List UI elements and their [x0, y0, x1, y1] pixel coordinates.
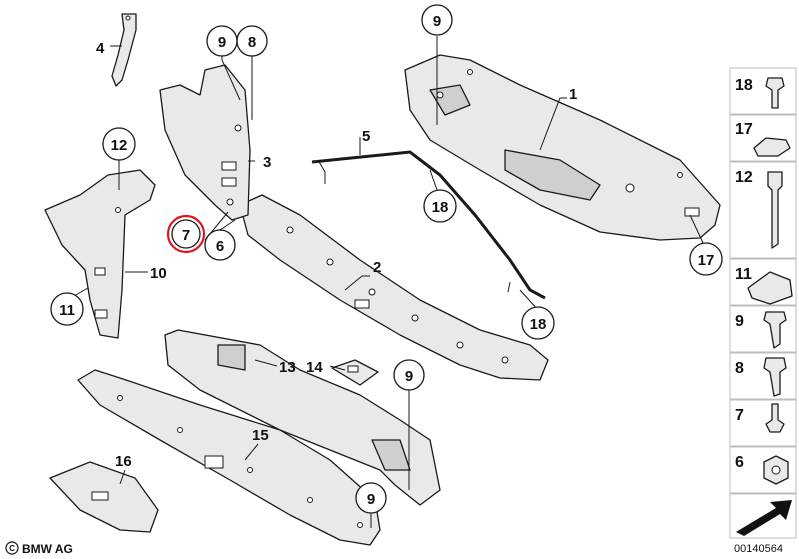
- legend-item-7[interactable]: 7: [729, 399, 797, 447]
- legend-item-12[interactable]: 12: [729, 161, 797, 259]
- svg-text:6: 6: [735, 454, 744, 471]
- legend-item-17[interactable]: 17: [729, 114, 797, 162]
- long-bolt-icon: [767, 171, 783, 249]
- brand-label: BMW AG: [22, 542, 73, 556]
- legend-item-11[interactable]: 11: [729, 258, 797, 306]
- callout-3[interactable]: 3: [263, 154, 271, 171]
- callout-17[interactable]: 17: [698, 252, 715, 269]
- diagram-id: 00140564: [734, 543, 783, 555]
- nut-bolt-icon: [765, 77, 785, 109]
- callout-12[interactable]: 12: [111, 137, 128, 154]
- callout-18-upper[interactable]: 18: [432, 199, 449, 216]
- clip-icon: [753, 137, 791, 157]
- callout-9-middle[interactable]: 9: [405, 368, 413, 385]
- hex-bolt-icon: [763, 357, 787, 397]
- arrow-icon: [736, 500, 792, 536]
- legend-arrow-box: [729, 493, 797, 539]
- svg-text:9: 9: [735, 313, 744, 330]
- callout-10[interactable]: 10: [150, 265, 167, 282]
- callout-15[interactable]: 15: [252, 427, 269, 444]
- part-side-bracket: [159, 64, 251, 221]
- svg-text:C: C: [9, 544, 15, 553]
- part-small-bracket: [111, 13, 137, 87]
- callout-8[interactable]: 8: [248, 34, 256, 51]
- callout-13[interactable]: 13: [279, 359, 296, 376]
- part-strut-rod: [311, 150, 546, 300]
- callout-14[interactable]: 14: [306, 359, 323, 376]
- callout-1[interactable]: 1: [569, 86, 577, 103]
- callout-5[interactable]: 5: [362, 128, 370, 145]
- callout-9-top-right[interactable]: 9: [433, 13, 441, 30]
- legend-item-18[interactable]: 18: [729, 67, 797, 115]
- spring-nut-icon: [747, 271, 793, 305]
- part-under-panel: [77, 369, 381, 546]
- legend-item-8[interactable]: 8: [729, 352, 797, 400]
- copyright-icon: [5, 541, 19, 555]
- callouts: 1 2 3 4 5 6 7 8 9 9 9 9 10 11 12 13 14 1…: [50, 4, 723, 514]
- callout-6[interactable]: 6: [216, 238, 224, 255]
- part-left-bracket: [44, 169, 156, 339]
- callout-18-lower[interactable]: 18: [530, 316, 547, 333]
- part-underbody-tray: [404, 54, 721, 241]
- part-clip: [331, 359, 379, 386]
- part-crossmember: [164, 329, 441, 506]
- part-small-plate: [49, 461, 159, 533]
- svg-text:11: 11: [735, 266, 752, 283]
- legend-item-9[interactable]: 9: [729, 305, 797, 353]
- callout-9-top-left[interactable]: 9: [218, 34, 226, 51]
- part-bumper-carrier: [239, 194, 549, 381]
- svg-text:18: 18: [735, 77, 753, 94]
- svg-text:7: 7: [735, 407, 744, 424]
- legend-item-6[interactable]: 6: [729, 446, 797, 494]
- svg-text:17: 17: [735, 121, 753, 138]
- callout-11[interactable]: 11: [59, 302, 75, 319]
- expansion-rivet-icon: [765, 403, 785, 433]
- legend: 18 17 12 11 9 8 7: [729, 67, 797, 539]
- callout-9-bottom[interactable]: 9: [367, 491, 375, 508]
- svg-text:12: 12: [735, 169, 753, 186]
- callout-4[interactable]: 4: [96, 40, 105, 57]
- callout-7[interactable]: 7: [182, 227, 190, 244]
- svg-text:8: 8: [735, 360, 744, 377]
- screw-icon: [763, 311, 787, 349]
- callout-16[interactable]: 16: [115, 453, 132, 470]
- footer: C BMW AG 00140564: [5, 541, 783, 556]
- callout-2[interactable]: 2: [373, 259, 381, 276]
